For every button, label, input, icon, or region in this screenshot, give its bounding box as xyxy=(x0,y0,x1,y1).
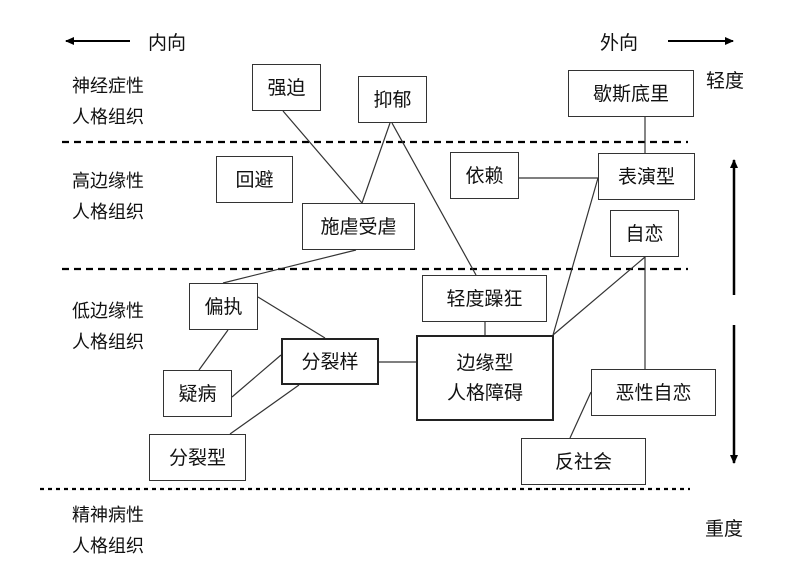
edge-paranoid-schizoid xyxy=(257,296,326,339)
edge-depressive-hypomanic xyxy=(391,122,477,276)
node-sadomasochistic: 施虐受虐 xyxy=(302,203,415,250)
edge-schizoid-hypochondriacal xyxy=(231,354,282,398)
node-dependent: 依赖 xyxy=(450,152,519,199)
node-obsessive: 强迫 xyxy=(252,64,321,111)
edge-histrionic-borderline xyxy=(552,177,599,336)
node-depressive: 抑郁 xyxy=(358,76,427,123)
edge-depressive-sadomasochistic xyxy=(361,122,391,204)
level-low-borderline: 低边缘性 人格组织 xyxy=(72,301,144,353)
level-psychotic: 精神病性 人格组织 xyxy=(72,505,144,557)
edge-narcissistic-borderline xyxy=(552,256,646,336)
node-borderline: 边缘型 人格障碍 xyxy=(416,335,554,421)
node-avoidant: 回避 xyxy=(216,156,293,203)
node-antisocial: 反社会 xyxy=(521,438,646,485)
node-narcissistic: 自恋 xyxy=(610,210,679,257)
node-paranoid: 偏执 xyxy=(189,283,258,330)
edge-schizoid-schizotypal xyxy=(229,384,300,435)
edge-obsessive-sadomasochistic xyxy=(282,110,363,204)
level-high-borderline: 高边缘性 人格组织 xyxy=(72,171,144,223)
mild-label: 轻度 xyxy=(706,70,745,92)
node-histrionic: 表演型 xyxy=(598,153,695,200)
level-neurotic: 神经症性 人格组织 xyxy=(72,76,144,128)
node-hypomanic: 轻度躁狂 xyxy=(422,275,547,322)
extrovert-label: 外向 xyxy=(600,32,639,54)
node-schizotypal: 分裂型 xyxy=(149,434,246,481)
node-hypochondriacal: 疑病 xyxy=(163,370,232,417)
node-malignant-narcissism: 恶性自恋 xyxy=(591,369,716,416)
introvert-label: 内向 xyxy=(148,32,187,54)
edge-sadomasochistic-paranoid xyxy=(222,249,357,284)
node-schizoid: 分裂样 xyxy=(281,338,379,385)
node-hysterical: 歇斯底里 xyxy=(568,70,694,117)
edge-malignant-narcissism-antisocial xyxy=(569,391,592,439)
severe-label: 重度 xyxy=(705,518,744,540)
edge-paranoid-hypochondriacal xyxy=(198,329,229,371)
